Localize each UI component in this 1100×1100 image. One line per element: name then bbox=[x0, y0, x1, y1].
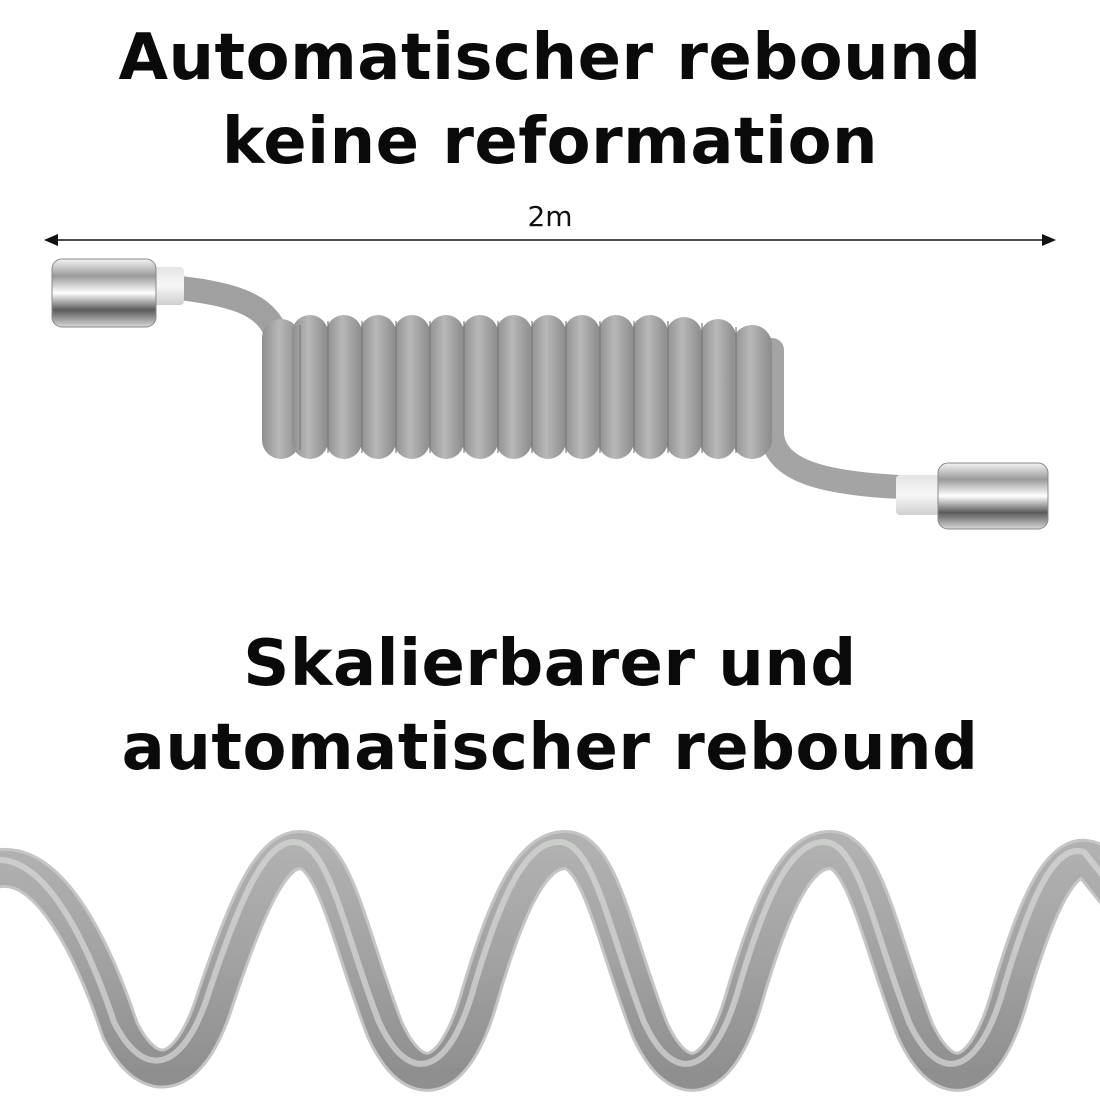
headline-bottom-line1: Skalierbarer und bbox=[243, 627, 857, 701]
stretched-spring-image bbox=[0, 830, 1100, 1092]
headline-bottom: Skalierbarer und automatischer rebound bbox=[0, 622, 1100, 790]
hose-coils bbox=[262, 315, 772, 459]
headline-bottom-line2: automatischer rebound bbox=[121, 711, 979, 785]
left-fitting bbox=[51, 258, 184, 328]
headline-top-line2: keine reformation bbox=[221, 105, 879, 179]
length-label: 2m bbox=[527, 200, 573, 233]
coiled-hose-image bbox=[51, 258, 1049, 530]
double-arrow-icon bbox=[44, 234, 1056, 246]
headline-top: Automatischer rebound keine reformation bbox=[0, 16, 1100, 184]
headline-top-line1: Automatischer rebound bbox=[118, 21, 982, 95]
right-fitting bbox=[896, 462, 1049, 530]
